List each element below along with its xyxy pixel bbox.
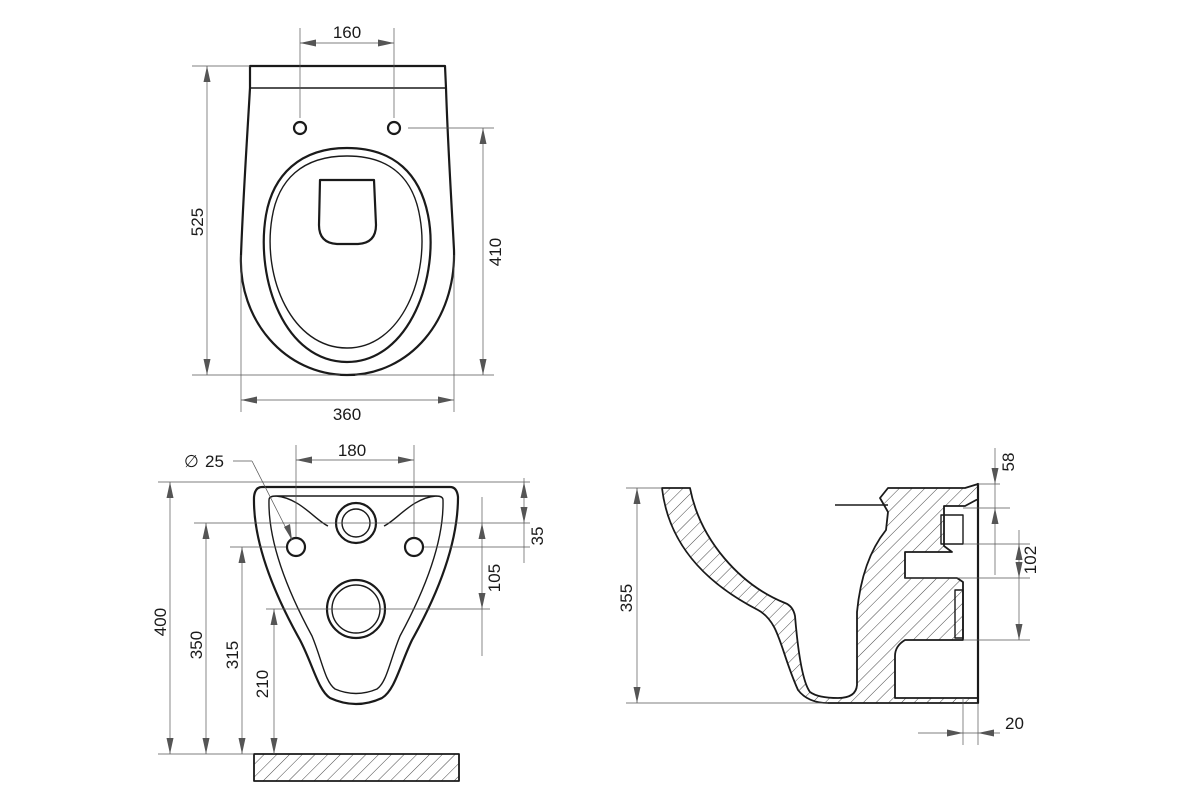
top-view: 160 525 410 360 (188, 23, 505, 424)
dim-inlet-to-outlet: 105 (478, 497, 504, 656)
rear-view-outer-outline (252, 485, 460, 706)
dim-label-20: 20 (1005, 714, 1024, 733)
dim-label-525: 525 (188, 208, 207, 236)
dim-wall-offset: 20 (918, 698, 1024, 745)
dim-hole-height: 350 (187, 522, 530, 754)
dim-top-to-inlet: 35 (520, 478, 547, 563)
side-view-fixing-slot (954, 589, 964, 639)
dim-hole-spacing: 180 (295, 441, 415, 537)
dim-overall-height: 400 (151, 481, 530, 755)
dim-bolt-spacing: 160 (299, 23, 395, 118)
rear-view-fixing-hole-left (285, 536, 307, 558)
rear-view-inner-outline (268, 499, 444, 695)
dim-label-210: 210 (253, 670, 272, 698)
dim-label-360: 360 (333, 405, 361, 424)
dim-total-length: 525 (188, 65, 340, 376)
side-view-section-hatch (661, 483, 979, 704)
top-view-seat-outer (262, 146, 432, 364)
dim-side-height: 355 (617, 487, 828, 704)
dim-label-180: 180 (338, 441, 366, 460)
dim-label-25: 25 (205, 452, 224, 471)
rear-view-floor-hatch (253, 753, 460, 782)
dim-label-410: 410 (486, 238, 505, 266)
dim-label-35: 35 (528, 527, 547, 546)
side-view-inlet-socket (940, 514, 964, 545)
rear-view-fixing-hole-right (403, 536, 425, 558)
dim-label-160: 160 (333, 23, 361, 42)
top-view-seat-inner (269, 155, 423, 349)
rear-view: ∅ 25 180 400 350 (151, 441, 547, 782)
dim-inlet-offset: 58 (963, 448, 1018, 575)
top-view-bowl-outline (239, 64, 456, 377)
dim-label-400: 400 (151, 608, 170, 636)
dim-outlet-height: 210 (253, 608, 490, 754)
dim-label-105: 105 (485, 564, 504, 592)
diameter-symbol: ∅ (184, 452, 199, 471)
dim-label-355: 355 (617, 584, 636, 612)
rear-view-channel (268, 495, 444, 527)
dim-label-58: 58 (999, 453, 1018, 472)
dim-inlet-outlet-gap: 102 (905, 530, 1040, 641)
top-view-bolt-hole-left (292, 120, 308, 136)
dim-hole-diameter: ∅ 25 (184, 452, 293, 541)
dim-inlet-height: 315 (223, 546, 530, 754)
dim-label-350: 350 (187, 631, 206, 659)
top-view-bolt-hole-right (386, 120, 402, 136)
dim-width: 360 (240, 255, 455, 424)
dim-label-315: 315 (223, 641, 242, 669)
top-view-water-area (317, 178, 378, 246)
dim-label-102: 102 (1021, 546, 1040, 574)
side-view: 355 58 102 20 (617, 448, 1040, 745)
dim-bolt-to-front: 410 (355, 127, 505, 376)
